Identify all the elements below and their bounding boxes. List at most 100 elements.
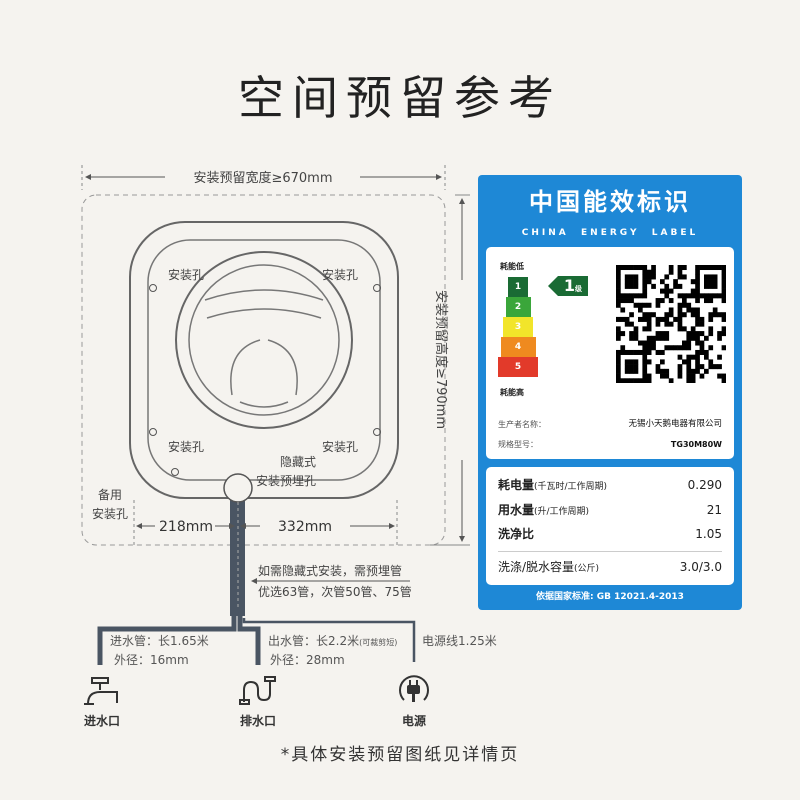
qr-module bbox=[708, 364, 714, 370]
model-value: TG30M80W bbox=[670, 440, 722, 449]
qr-module bbox=[646, 321, 652, 327]
qr-module bbox=[651, 335, 656, 341]
qr-module bbox=[616, 354, 621, 360]
qr-module bbox=[721, 269, 726, 275]
qr-module bbox=[624, 274, 630, 280]
qr-module bbox=[616, 298, 621, 304]
dim-left-label: 218mm bbox=[159, 519, 213, 535]
qr-module bbox=[655, 335, 661, 341]
qr-module bbox=[642, 359, 648, 365]
qr-module bbox=[682, 298, 687, 304]
qr-module bbox=[677, 293, 683, 299]
qr-module bbox=[633, 335, 639, 341]
qr-module bbox=[677, 269, 683, 275]
qr-module bbox=[624, 321, 630, 327]
qr-module bbox=[673, 316, 678, 322]
qr-module bbox=[646, 359, 652, 365]
qr-module bbox=[660, 373, 665, 379]
qr-module bbox=[668, 265, 674, 271]
qr-module bbox=[721, 326, 726, 332]
power-plug-icon bbox=[399, 675, 429, 702]
qr-module bbox=[646, 335, 652, 341]
qr-module bbox=[668, 288, 674, 294]
qr-module bbox=[708, 283, 714, 289]
qr-module bbox=[624, 349, 630, 355]
qr-module bbox=[646, 312, 652, 318]
qr-module bbox=[633, 359, 639, 365]
qr-module bbox=[655, 349, 661, 355]
qr-module bbox=[664, 288, 670, 294]
qr-module bbox=[721, 265, 726, 271]
qr-module bbox=[690, 354, 696, 360]
qr-module bbox=[655, 298, 661, 304]
qr-module bbox=[717, 293, 722, 299]
qr-module bbox=[686, 302, 692, 308]
qr-module bbox=[616, 293, 621, 299]
washer-inner-outline bbox=[147, 239, 381, 481]
qr-module bbox=[633, 368, 639, 374]
qr-module bbox=[690, 293, 696, 299]
qr-module bbox=[646, 269, 652, 275]
qr-module bbox=[695, 283, 700, 289]
low-consumption-label: 耗能低 bbox=[500, 262, 524, 271]
drum-inner bbox=[188, 264, 340, 416]
qr-module bbox=[629, 359, 634, 365]
qr-module bbox=[704, 293, 709, 299]
qr-module bbox=[721, 279, 726, 285]
drain-pipe-icon bbox=[239, 676, 276, 705]
qr-module bbox=[642, 312, 648, 318]
qr-module bbox=[664, 274, 670, 280]
qr-module bbox=[682, 345, 687, 351]
qr-module bbox=[633, 265, 639, 271]
qr-module bbox=[638, 378, 643, 383]
qr-module bbox=[629, 364, 634, 370]
qr-module bbox=[686, 373, 692, 379]
qr-module bbox=[682, 359, 687, 365]
qr-module bbox=[633, 293, 639, 299]
qr-module bbox=[695, 340, 700, 346]
qr-module bbox=[668, 321, 674, 327]
qr-module bbox=[708, 279, 714, 285]
qr-module bbox=[686, 335, 692, 341]
qr-module bbox=[629, 378, 634, 383]
qr-module bbox=[660, 368, 665, 374]
qr-module bbox=[708, 265, 714, 271]
qr-module bbox=[721, 298, 726, 304]
qr-module bbox=[682, 326, 687, 332]
qr-module bbox=[708, 331, 714, 337]
qr-module bbox=[686, 307, 692, 313]
qr-module bbox=[690, 307, 696, 313]
qr-module bbox=[646, 302, 652, 308]
qr-module bbox=[642, 288, 648, 294]
qr-module bbox=[712, 265, 718, 271]
qr-module bbox=[642, 302, 648, 308]
qr-module bbox=[695, 321, 700, 327]
inlet-hose bbox=[97, 616, 237, 665]
qr-module bbox=[677, 283, 683, 289]
qr-module bbox=[690, 279, 696, 285]
qr-module bbox=[624, 265, 630, 271]
qr-module bbox=[704, 265, 709, 271]
qr-module bbox=[704, 368, 709, 374]
qr-module bbox=[616, 279, 621, 285]
qr-module bbox=[646, 378, 652, 383]
hidden-hole bbox=[223, 473, 253, 503]
reserved-area bbox=[81, 194, 446, 546]
qr-module bbox=[695, 293, 700, 299]
qr-module bbox=[616, 265, 621, 271]
grade-bar-5: 5 bbox=[498, 357, 538, 377]
energy-label-subtitle: CHINA ENERGY LABEL bbox=[521, 228, 699, 238]
qr-module bbox=[717, 364, 722, 370]
qr-code bbox=[616, 265, 726, 383]
qr-module bbox=[638, 316, 643, 322]
qr-module bbox=[633, 279, 639, 285]
qr-module bbox=[629, 283, 634, 289]
qr-module bbox=[699, 364, 705, 370]
qr-module bbox=[642, 326, 648, 332]
qr-module bbox=[721, 274, 726, 280]
qr-module bbox=[673, 283, 678, 289]
qr-module bbox=[642, 265, 648, 271]
hole-bottom-right bbox=[373, 428, 381, 436]
qr-module bbox=[682, 302, 687, 308]
